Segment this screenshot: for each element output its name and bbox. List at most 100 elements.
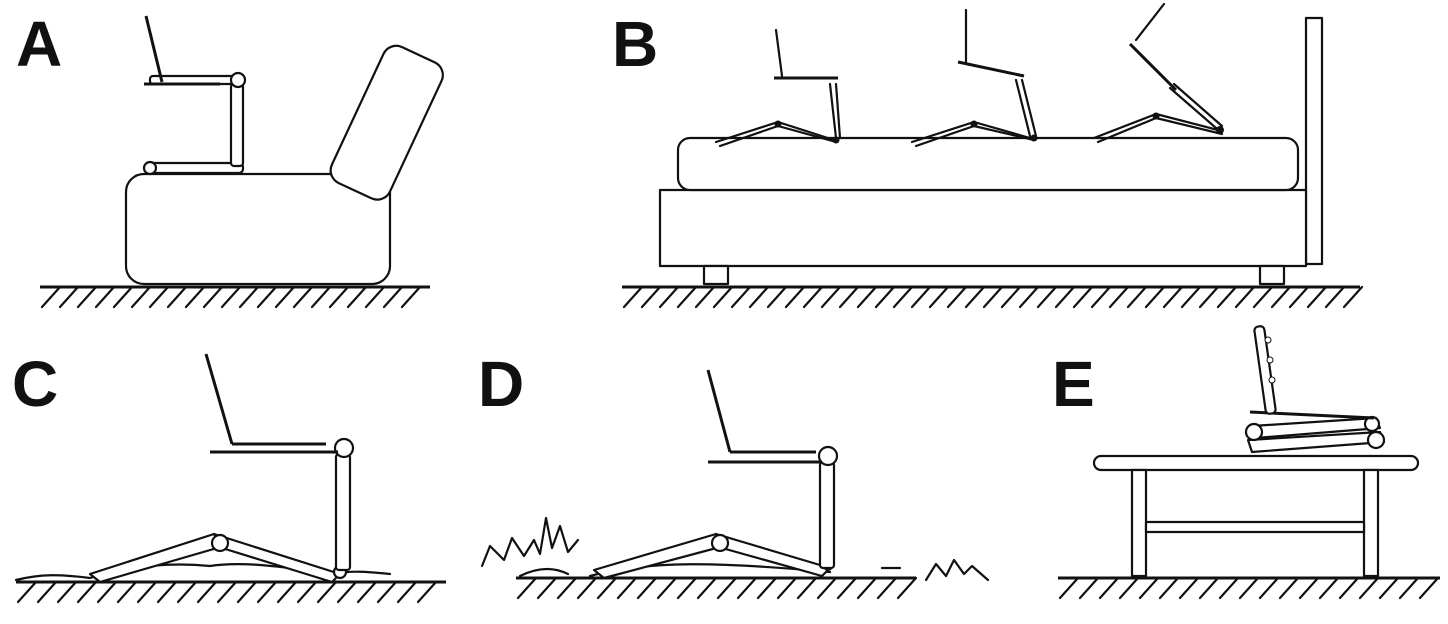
floor-hatch-line: [346, 285, 368, 309]
floor-hatch-line: [658, 285, 680, 309]
floor-hatch-line: [1270, 285, 1292, 309]
grass-tuft-left: [480, 516, 580, 568]
floor-hatch-line: [292, 285, 314, 309]
armchair-seat: [124, 172, 392, 286]
floor-hatch-line: [836, 576, 858, 600]
floor-hatch-line: [696, 576, 718, 600]
floor-hatch-line: [136, 580, 158, 604]
floor-hatch-line: [1144, 285, 1166, 309]
floor-hatch-line: [1306, 285, 1328, 309]
floor-hatch-line: [596, 576, 618, 600]
floor-hatch-line: [712, 285, 734, 309]
floor-hatch-line: [694, 285, 716, 309]
floor-hatch-line: [656, 576, 678, 600]
floor-hatch-line: [766, 285, 788, 309]
floor-hatch-line: [1238, 576, 1260, 600]
floor-hatch-line: [1162, 285, 1184, 309]
floor-hatch-line: [1252, 285, 1274, 309]
floor-hatch-line: [910, 285, 932, 309]
floor-hatch-line: [184, 285, 206, 309]
floor-hatch-line: [1178, 576, 1200, 600]
floor-hatch-line: [400, 285, 422, 309]
floor-hatch-line: [176, 580, 198, 604]
floor-hatch-line: [1258, 576, 1280, 600]
panel-b-bed-scene: [622, 2, 1364, 309]
floor-hatch-line: [736, 576, 758, 600]
floor-hatch-line: [1298, 576, 1320, 600]
floor-hatch-line: [802, 285, 824, 309]
floor-hatch-line: [1198, 576, 1220, 600]
laptop-stand-e-folded: [1244, 325, 1386, 454]
floor-hatch-line: [236, 580, 258, 604]
floor-hatch-line: [784, 285, 806, 309]
floor-hatch-line: [274, 285, 296, 309]
floor-hatch-line: [616, 576, 638, 600]
floor-hatch-line: [196, 580, 218, 604]
floor-hatch-line: [376, 580, 398, 604]
floor-hatch-line: [364, 285, 386, 309]
panel-label-c: C: [12, 348, 59, 420]
panel-e-table-scene: [1058, 325, 1440, 600]
floor-hatch-line: [838, 285, 860, 309]
floor-c: [16, 580, 446, 604]
floor-hatch-line: [276, 580, 298, 604]
floor-hatch-line: [1398, 576, 1420, 600]
floor-hatch-line: [216, 580, 238, 604]
floor-hatch-line: [396, 580, 418, 604]
floor-hatch-line: [1118, 576, 1140, 600]
floor-hatch-line: [622, 285, 644, 309]
floor-hatch-line: [820, 285, 842, 309]
floor-hatch-line: [356, 580, 378, 604]
floor-hatch-line: [536, 576, 558, 600]
floor-hatch-line: [256, 580, 278, 604]
laptop-stand-b3: [1092, 2, 1224, 144]
floor-hatch-line: [1036, 285, 1058, 309]
floor-hatch-line: [856, 576, 878, 600]
floor-hatch-line: [928, 285, 950, 309]
floor-hatch-line: [676, 576, 698, 600]
armchair-backrest: [329, 44, 444, 201]
floor-hatch-line: [76, 285, 98, 309]
floor-hatch-line: [336, 580, 358, 604]
floor-hatch-line: [238, 285, 260, 309]
floor-hatch-line: [1058, 576, 1080, 600]
floor-hatch-line: [716, 576, 738, 600]
floor-e: [1058, 576, 1440, 600]
grass-tuft-right: [924, 558, 990, 582]
floor-hatch-line: [1072, 285, 1094, 309]
floor-hatch-line: [16, 580, 38, 604]
floor-hatch-line: [40, 285, 62, 309]
floor-hatch-line: [316, 580, 338, 604]
floor-hatch-line: [776, 576, 798, 600]
floor-d: [516, 576, 918, 600]
floor-hatch-line: [1216, 285, 1238, 309]
floor-hatch-line: [964, 285, 986, 309]
floor-hatch-line: [556, 576, 578, 600]
laptop-stand-d: [592, 369, 839, 580]
floor-hatch-line: [1378, 576, 1400, 600]
panel-a-armchair-scene: [40, 15, 444, 309]
floor-hatch-line: [1318, 576, 1340, 600]
floor-hatch-line: [576, 576, 598, 600]
floor-hatch-line: [382, 285, 404, 309]
floor-hatch-line: [516, 576, 538, 600]
floor-hatch-line: [1358, 576, 1380, 600]
floor-hatch-line: [1090, 285, 1112, 309]
floor-hatch-line: [58, 285, 80, 309]
floor-hatch-line: [328, 285, 350, 309]
floor-hatch-line: [1324, 285, 1346, 309]
floor-hatch-line: [116, 580, 138, 604]
floor-hatch-line: [1158, 576, 1180, 600]
floor-hatch-line: [876, 576, 898, 600]
floor-hatch-line: [256, 285, 278, 309]
laptop-stand-b2: [910, 8, 1038, 148]
floor-hatch-line: [94, 285, 116, 309]
floor-hatch-line: [1342, 285, 1364, 309]
floor-hatch-line: [676, 285, 698, 309]
panel-label-d: D: [478, 348, 525, 420]
laptop-stand-a: [142, 15, 247, 176]
floor-hatch-line: [796, 576, 818, 600]
bed-base: [658, 188, 1308, 268]
panel-c-floor-scene: [14, 353, 446, 604]
floor-hatch-line: [1054, 285, 1076, 309]
